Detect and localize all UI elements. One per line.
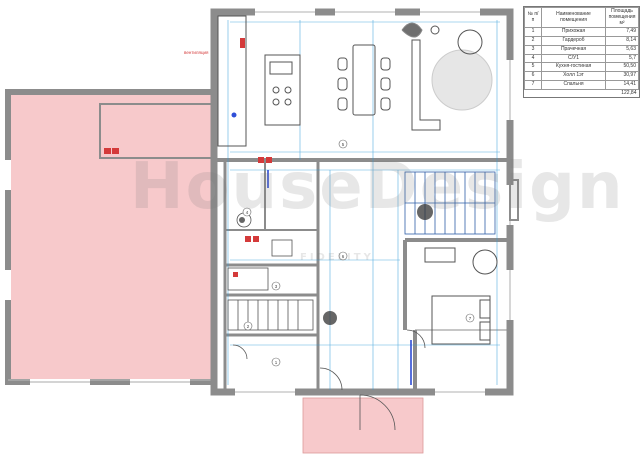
legend-cell-area: 50,50 bbox=[605, 62, 639, 72]
legend-cell-area: 14,41 bbox=[605, 79, 639, 90]
legend-header-name: Наименование помещения bbox=[541, 6, 606, 29]
legend-total: 122,84 bbox=[621, 89, 637, 96]
legend-cell-area: 5,63 bbox=[605, 44, 639, 55]
legend-cell-num: 5 bbox=[524, 62, 542, 72]
legend-cell-area: 30,97 bbox=[605, 71, 639, 81]
legend-cell-area: 8,14 bbox=[605, 36, 639, 46]
legend-cell-area: 7,49 bbox=[605, 27, 639, 37]
room-number-6: 6 bbox=[342, 254, 345, 259]
legend-header-row: № п/п Наименование помещения Площадь пом… bbox=[524, 6, 639, 29]
room-number-1: 1 bbox=[275, 360, 278, 365]
legend-cell-num: 2 bbox=[524, 36, 542, 46]
legend-cell-name: Прихожая bbox=[541, 27, 606, 37]
room-number-3: 3 bbox=[275, 284, 278, 289]
legend-cell-name: Гардероб bbox=[541, 36, 606, 46]
legend-cell-name: Кухня-гостиная bbox=[541, 62, 606, 72]
room-number-markers bbox=[242, 139, 475, 367]
legend-header-num: № п/п bbox=[524, 6, 542, 29]
legend-cell-num: 1 bbox=[524, 27, 542, 37]
legend-cell-num: 4 bbox=[524, 53, 542, 64]
room-number-7: 7 bbox=[469, 316, 472, 321]
legend-header-area: Площадь помещения м² bbox=[605, 6, 639, 29]
wardrobe-shelves bbox=[227, 212, 314, 331]
porch bbox=[302, 397, 424, 454]
legend-cell-name: С/У1 bbox=[541, 53, 606, 64]
electrical-markers bbox=[104, 38, 272, 277]
kitchen-counter bbox=[217, 15, 301, 147]
room-number-4: 4 bbox=[246, 210, 249, 215]
ventilation-note: вентиляция bbox=[184, 50, 209, 55]
plant-icons bbox=[239, 204, 433, 325]
doors bbox=[232, 329, 426, 431]
area-legend-table: № п/п Наименование помещения Площадь пом… bbox=[523, 6, 640, 99]
staircase bbox=[404, 171, 496, 235]
legend-cell-name: Холл 1эт bbox=[541, 71, 606, 81]
legend-cell-num: 6 bbox=[524, 71, 542, 81]
room-number-5: 5 bbox=[342, 142, 345, 147]
dimension-lines bbox=[227, 20, 500, 390]
legend-cell-num: 7 bbox=[524, 79, 542, 90]
dining-table bbox=[337, 44, 391, 116]
annex-block bbox=[5, 89, 217, 385]
legend-cell-name: Спальня bbox=[541, 79, 606, 90]
living-furniture bbox=[401, 22, 493, 131]
legend-total-row: 122,84 bbox=[525, 89, 639, 97]
legend-cell-area: 5,7 bbox=[605, 53, 639, 64]
legend-cell-num: 3 bbox=[524, 44, 542, 55]
legend-cell-name: Прачечная bbox=[541, 44, 606, 55]
bedroom-furniture bbox=[424, 247, 498, 345]
room-number-2: 2 bbox=[247, 324, 250, 329]
